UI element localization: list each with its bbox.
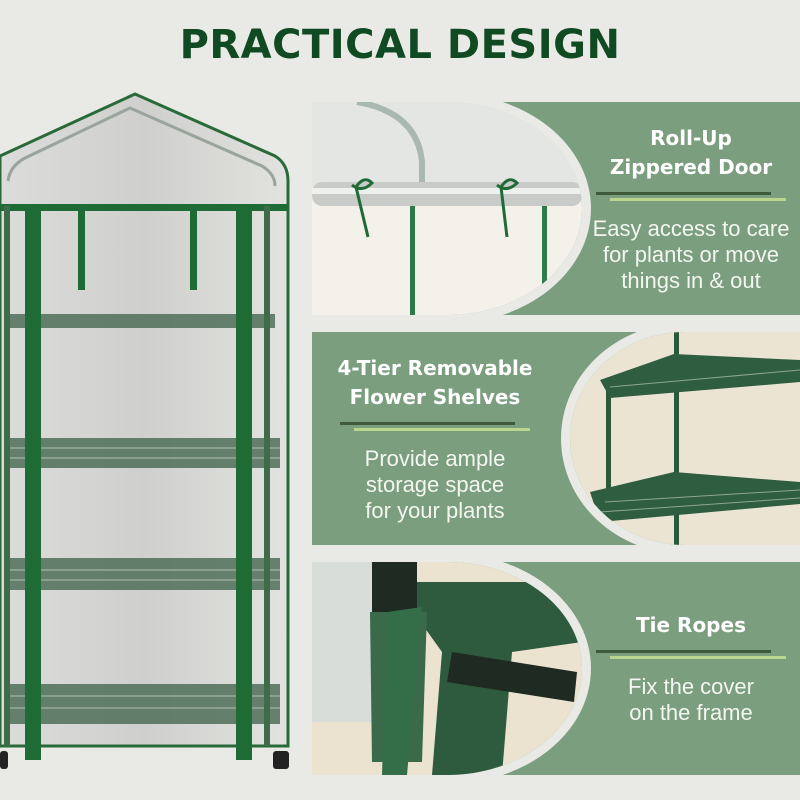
page-title: PRACTICAL DESIGN bbox=[179, 22, 621, 68]
feature-text-tie-ropes: Tie Ropes Fix the cover on the frame bbox=[582, 562, 800, 775]
greenhouse-product-image bbox=[0, 86, 300, 786]
feature-heading: 4-Tier Removable Flower Shelves bbox=[337, 355, 533, 409]
feature-heading: Roll-Up Zippered Door bbox=[609, 125, 773, 179]
feature-text-roll-up-door: Roll-Up Zippered Door Easy access to car… bbox=[582, 102, 800, 315]
feature-description: Fix the cover on the frame bbox=[628, 674, 754, 725]
feature-heading: Tie Ropes bbox=[636, 613, 746, 637]
tie-ropes-photo bbox=[312, 562, 582, 775]
divider bbox=[340, 421, 530, 432]
divider bbox=[596, 650, 786, 660]
feature-panel-roll-up-door: Roll-Up Zippered Door Easy access to car… bbox=[312, 102, 800, 315]
feature-panel-tie-ropes: Tie Ropes Fix the cover on the frame bbox=[312, 562, 800, 775]
roll-up-door-photo bbox=[312, 102, 582, 315]
feature-description: Provide ample storage space for your pla… bbox=[364, 445, 506, 523]
divider bbox=[596, 191, 786, 202]
shelves-photo bbox=[570, 332, 800, 545]
feature-panel-shelves: 4-Tier Removable Flower Shelves Provide … bbox=[312, 332, 800, 545]
feature-description: Easy access to care for plants or move t… bbox=[592, 215, 790, 293]
feature-text-shelves: 4-Tier Removable Flower Shelves Provide … bbox=[312, 332, 558, 545]
